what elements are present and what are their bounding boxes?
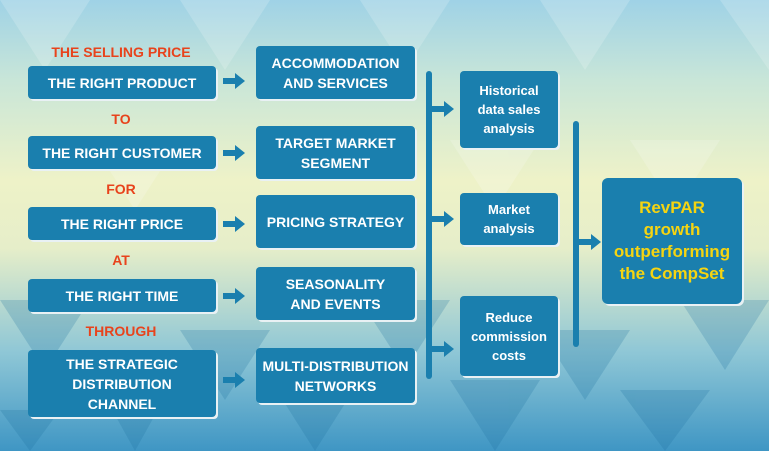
vertical-connector-bar bbox=[573, 121, 579, 347]
vertical-connector-bar bbox=[426, 71, 432, 379]
connector-to: TO bbox=[111, 111, 131, 127]
connector-through: THROUGH bbox=[85, 323, 157, 339]
arrow-right-icon bbox=[223, 372, 245, 388]
connector-the-selling-price: THE SELLING PRICE bbox=[51, 44, 191, 60]
box-historical-data-analysis: Historical data sales analysis bbox=[460, 71, 558, 148]
arrow-right-icon bbox=[432, 211, 454, 227]
box-strategic-channel: THE STRATEGIC DISTRIBUTION CHANNEL bbox=[28, 350, 216, 417]
box-right-customer: THE RIGHT CUSTOMER bbox=[28, 136, 216, 169]
arrow-right-icon bbox=[223, 288, 245, 304]
arrow-right-icon bbox=[223, 145, 245, 161]
box-multi-distribution: MULTI-DISTRIBUTION NETWORKS bbox=[256, 348, 415, 403]
arrow-right-icon bbox=[223, 216, 245, 232]
connector-for: FOR bbox=[106, 181, 136, 197]
arrow-right-icon bbox=[223, 73, 245, 89]
box-right-time: THE RIGHT TIME bbox=[28, 279, 216, 312]
box-market-analysis: Market analysis bbox=[460, 193, 558, 245]
box-seasonality-events: SEASONALITY AND EVENTS bbox=[256, 267, 415, 320]
connector-at: AT bbox=[112, 252, 130, 268]
box-pricing-strategy: PRICING STRATEGY bbox=[256, 195, 415, 248]
box-reduce-commission: Reduce commission costs bbox=[460, 296, 558, 376]
box-revpar-growth: RevPAR growth outperforming the CompSet bbox=[602, 178, 742, 304]
box-right-product: THE RIGHT PRODUCT bbox=[28, 66, 216, 99]
arrow-right-icon bbox=[432, 341, 454, 357]
arrow-right-icon bbox=[579, 234, 601, 250]
box-accommodation-services: ACCOMMODATION AND SERVICES bbox=[256, 46, 415, 99]
arrow-right-icon bbox=[432, 101, 454, 117]
box-target-market-segment: TARGET MARKET SEGMENT bbox=[256, 126, 415, 179]
box-right-price: THE RIGHT PRICE bbox=[28, 207, 216, 240]
